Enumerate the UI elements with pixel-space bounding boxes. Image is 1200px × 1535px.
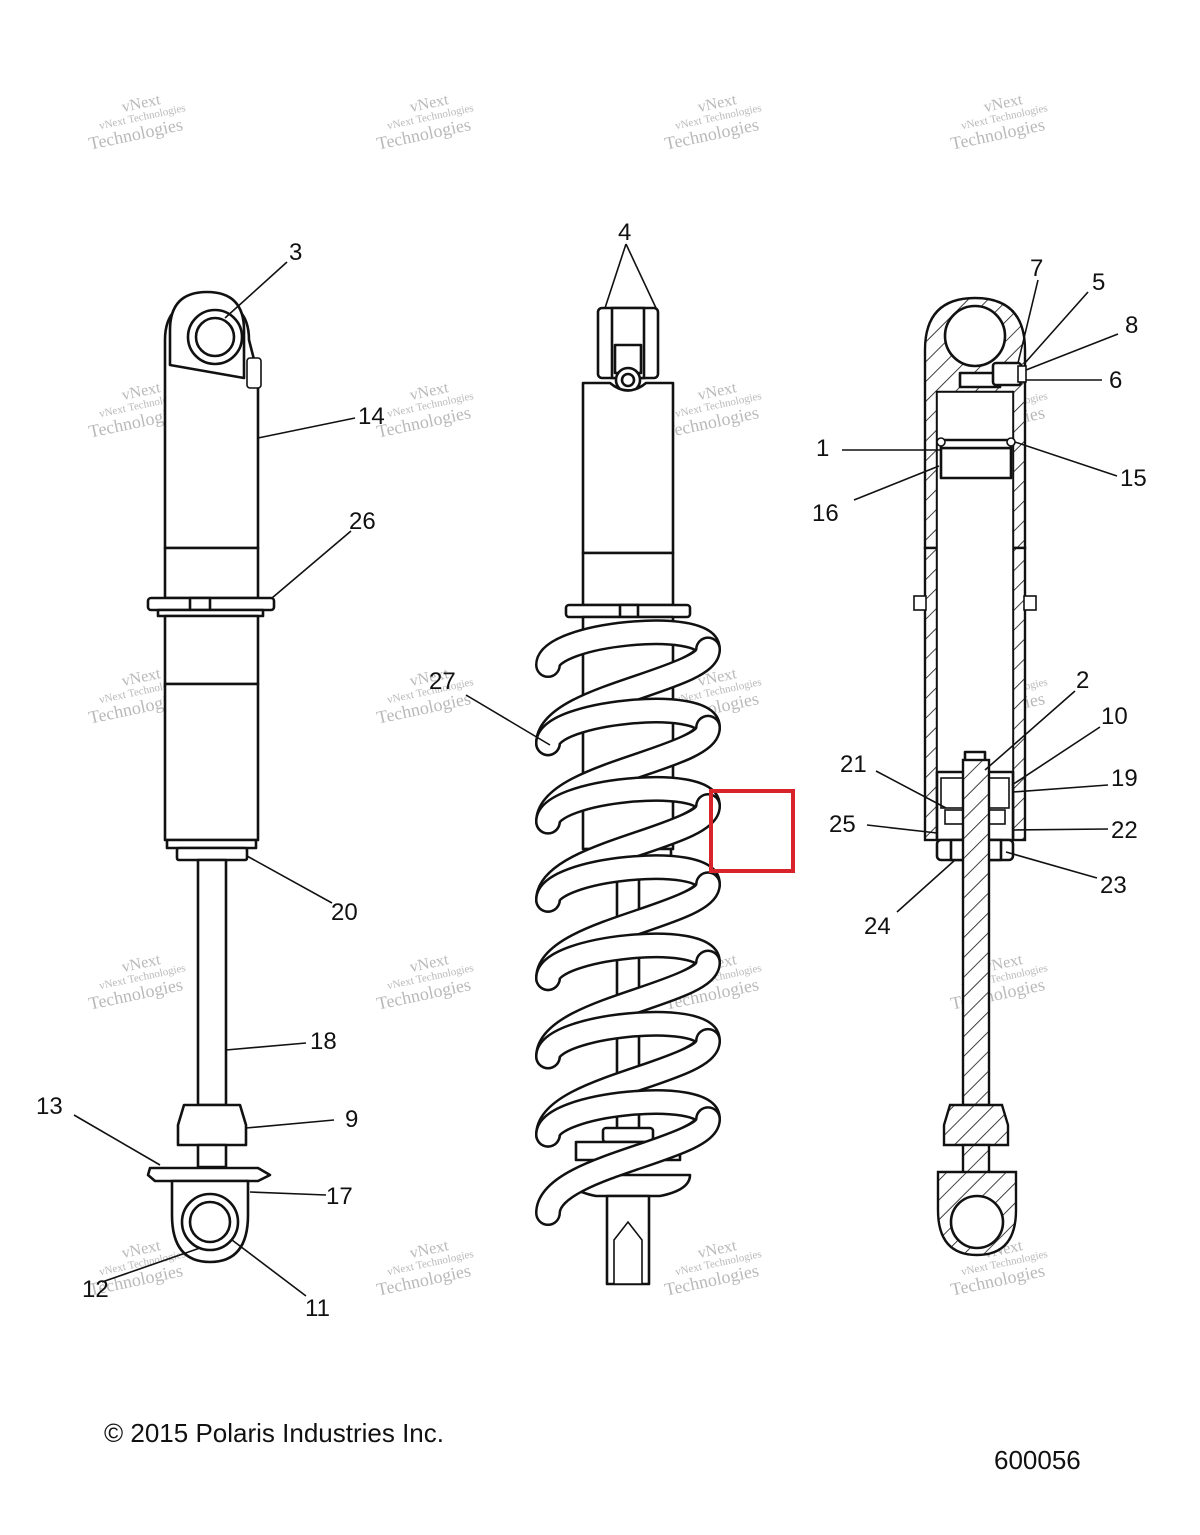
callout-10: 10 [1101, 703, 1128, 730]
callout-4: 4 [618, 219, 631, 246]
callout-17: 17 [326, 1183, 353, 1210]
callout-3: 3 [289, 239, 302, 266]
left-shock-exterior [146, 290, 276, 1264]
highlight-box [709, 789, 795, 873]
spring-coil [537, 1108, 719, 1224]
callout-18: 18 [310, 1028, 337, 1055]
right-shock-cross-section [913, 296, 1037, 1257]
callout-15: 15 [1120, 465, 1147, 492]
callout-14: 14 [358, 403, 385, 430]
callout-19: 19 [1111, 765, 1138, 792]
callout-5: 5 [1092, 269, 1105, 296]
callout-8: 8 [1125, 312, 1138, 339]
callout-27: 27 [429, 668, 456, 695]
callout-13: 13 [36, 1093, 63, 1120]
center-shock-with-spring [535, 306, 721, 1286]
figure-number: 600056 [994, 1445, 1081, 1475]
copyright-notice: © 2015 Polaris Industries Inc. [104, 1418, 444, 1448]
coil-spring [535, 619, 721, 1227]
callout-25: 25 [829, 811, 856, 838]
callout-labels: 1 2 3 4 5 6 7 8 9 10 11 12 13 14 15 16 1… [36, 219, 1147, 1322]
callout-22: 22 [1111, 817, 1138, 844]
callout-24: 24 [864, 913, 891, 940]
callout-26: 26 [349, 508, 376, 535]
callout-11: 11 [305, 1295, 330, 1322]
callout-6: 6 [1109, 367, 1122, 394]
callout-21: 21 [840, 751, 867, 778]
callout-1: 1 [816, 435, 829, 462]
leader-lines [73, 243, 1119, 1297]
callout-16: 16 [812, 500, 839, 527]
callout-2: 2 [1076, 667, 1089, 694]
callout-7: 7 [1030, 255, 1043, 282]
callout-12: 12 [82, 1276, 109, 1303]
callout-9: 9 [345, 1106, 358, 1133]
callout-23: 23 [1100, 872, 1127, 899]
callout-20: 20 [331, 899, 358, 926]
